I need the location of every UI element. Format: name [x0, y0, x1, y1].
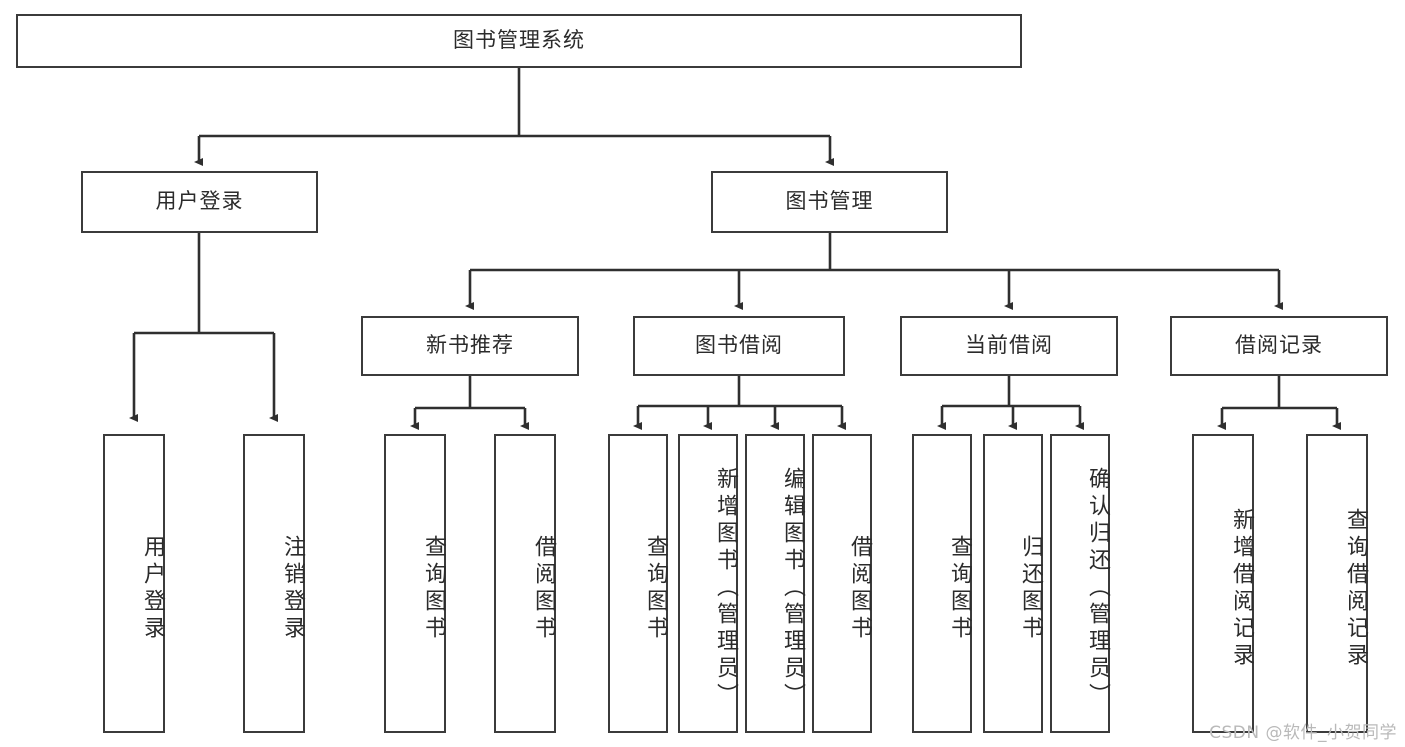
node-user-login[interactable]: 用户登录 [81, 171, 318, 233]
node-current-borrow[interactable]: 当前借阅 [900, 316, 1118, 376]
node-root-label: 图书管理系统 [453, 28, 585, 53]
node-book-borrow[interactable]: 图书借阅 [633, 316, 845, 376]
leaf-label: 查询图书 [643, 534, 668, 643]
leaf-current-return-book[interactable]: 归还图书 [983, 434, 1043, 733]
leaf-label: 新增借阅记录 [1229, 507, 1254, 670]
node-book-management-label: 图书管理 [785, 189, 874, 214]
leaf-borrow-query-book[interactable]: 查询图书 [608, 434, 668, 733]
leaf-record-add[interactable]: 新增借阅记录 [1192, 434, 1254, 733]
node-book-borrow-label: 图书借阅 [695, 333, 783, 358]
leaf-label: 查询借阅记录 [1343, 507, 1368, 670]
leaf-borrow-edit-book[interactable]: 编辑图书（管理员） [745, 434, 805, 733]
node-borrow-record[interactable]: 借阅记录 [1170, 316, 1388, 376]
leaf-user-login-logout[interactable]: 注销登录 [243, 434, 305, 733]
node-new-book-recommend-label: 新书推荐 [426, 333, 514, 358]
leaf-user-login-login[interactable]: 用户登录 [103, 434, 165, 733]
leaf-borrow-borrow-book[interactable]: 借阅图书 [812, 434, 872, 733]
leaf-label: 用户登录 [140, 534, 165, 643]
leaf-current-query-book[interactable]: 查询图书 [912, 434, 972, 733]
node-borrow-record-label: 借阅记录 [1235, 333, 1323, 358]
node-book-management[interactable]: 图书管理 [711, 171, 948, 233]
leaf-label: 查询图书 [947, 534, 972, 643]
leaf-label: 归还图书 [1018, 534, 1043, 643]
leaf-label: 确认归还（管理员） [1085, 467, 1110, 710]
node-user-login-label: 用户登录 [155, 189, 244, 214]
node-current-borrow-label: 当前借阅 [965, 333, 1053, 358]
node-new-book-recommend[interactable]: 新书推荐 [361, 316, 579, 376]
leaf-borrow-add-book[interactable]: 新增图书（管理员） [678, 434, 738, 733]
leaf-record-query[interactable]: 查询借阅记录 [1306, 434, 1368, 733]
leaf-label: 借阅图书 [531, 534, 556, 643]
watermark: CSDN @软件_小贺同学 [1209, 723, 1397, 743]
leaf-new-book-query[interactable]: 查询图书 [384, 434, 446, 733]
leaf-label: 新增图书（管理员） [713, 467, 738, 710]
leaf-new-book-borrow[interactable]: 借阅图书 [494, 434, 556, 733]
leaf-label: 借阅图书 [847, 534, 872, 643]
leaf-label: 注销登录 [280, 534, 305, 643]
node-root[interactable]: 图书管理系统 [16, 14, 1022, 68]
leaf-current-confirm-return[interactable]: 确认归还（管理员） [1050, 434, 1110, 733]
leaf-label: 编辑图书（管理员） [780, 467, 805, 710]
leaf-label: 查询图书 [421, 534, 446, 643]
